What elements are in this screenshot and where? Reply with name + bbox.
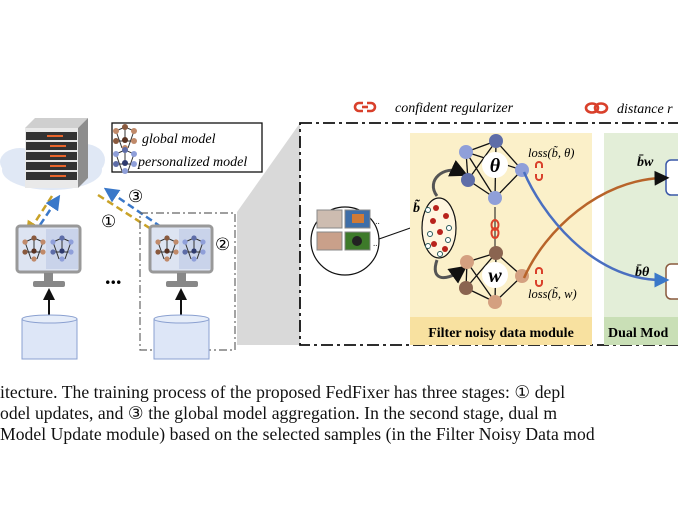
- confident-regularizer-link-icon: [535, 161, 543, 181]
- theta-label: θ: [490, 155, 501, 177]
- global-model-icon: [113, 124, 137, 151]
- caption-line-3: Model Update module) based on the select…: [0, 424, 595, 444]
- client-left: [15, 224, 82, 360]
- distance-regularizer-label: distance r: [617, 102, 673, 117]
- noisy-batch-icon: [421, 160, 469, 284]
- confident-regularizer-icon: [353, 101, 377, 113]
- client-right: [148, 224, 214, 360]
- legend-global-model: global model: [142, 132, 216, 147]
- b-bar-theta-label: b̄θ: [635, 264, 650, 280]
- theta-to-dual-arrow: [522, 171, 670, 288]
- cloud-server-icon: [0, 118, 105, 190]
- w-network: [459, 246, 529, 309]
- w-to-dual-arrow: [522, 170, 670, 279]
- svg-text:...: ...: [373, 216, 380, 226]
- filter-module-label: Filter noisy data module: [428, 326, 574, 341]
- dual-module-label: Dual Mod: [608, 326, 669, 341]
- loss-theta-label: loss(b̃, θ): [528, 146, 574, 160]
- caption-line-2: odel updates, and ③ the global model agg…: [0, 403, 558, 423]
- caption-line-1: itecture. The training process of the pr…: [0, 382, 566, 402]
- step-two-label: ②: [215, 235, 230, 254]
- b-tilde-label: b̃: [413, 198, 420, 216]
- legend-personalized-model: personalized model: [137, 155, 247, 170]
- architecture-figure: global model personalized model ③ ① ... …: [0, 101, 678, 360]
- model-box-theta: [665, 263, 678, 300]
- zoom-funnel: [237, 123, 300, 345]
- model-box-w: [665, 159, 678, 196]
- distance-link-icon: [490, 219, 500, 239]
- b-bar-w-label: b̄w: [637, 154, 654, 170]
- filter-module-label-band: [410, 317, 592, 345]
- distance-regularizer-icon: [584, 102, 609, 114]
- model-legend: global model personalized model: [111, 122, 263, 174]
- step-three-label: ③: [128, 187, 143, 206]
- w-label: w: [488, 265, 502, 287]
- personalized-model-icon: [113, 147, 137, 174]
- confident-regularizer-label: confident regularizer: [395, 101, 514, 116]
- sample-images: ......: [310, 206, 419, 276]
- svg-text:...: ...: [373, 238, 380, 248]
- confident-regularizer-link-icon-w: [535, 267, 543, 287]
- loss-w-label: loss(b̃, w): [528, 287, 577, 301]
- step-one-label: ①: [101, 212, 116, 231]
- ellipsis: ...: [105, 264, 122, 289]
- dual-module-label-band: [604, 317, 678, 345]
